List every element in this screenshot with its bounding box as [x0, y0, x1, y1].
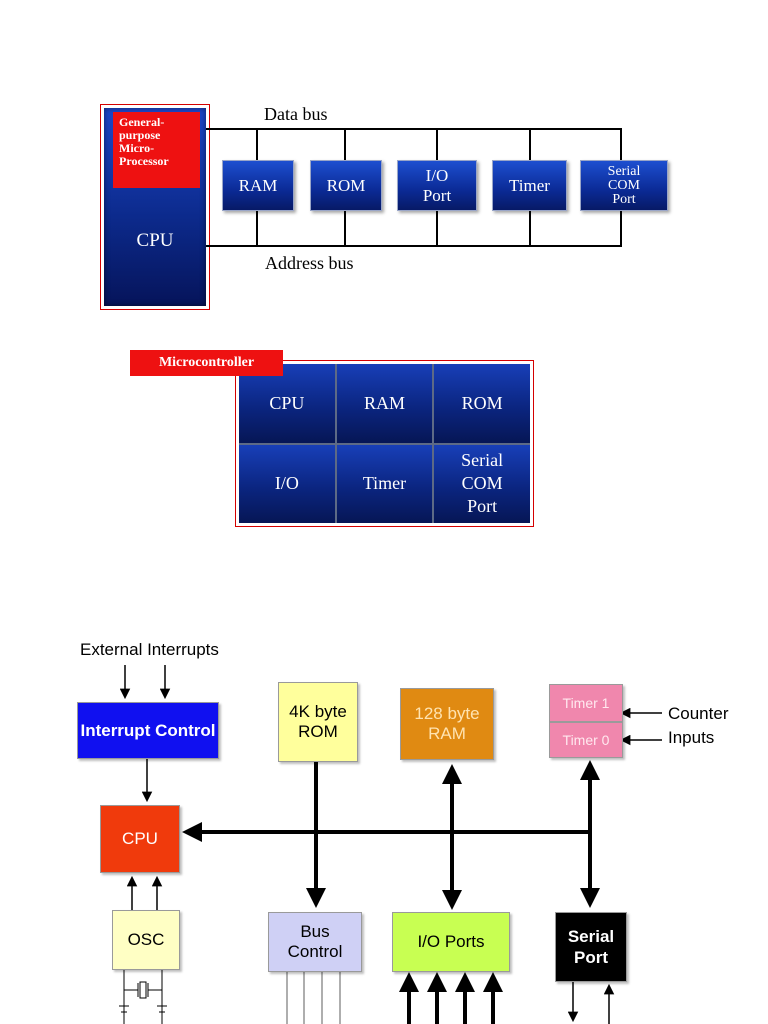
osc-box: OSC	[112, 910, 180, 970]
mc-cell-serial: Serial COM Port	[434, 444, 530, 523]
io-port-label: Port	[422, 185, 452, 205]
io-port-box: I/O Port	[397, 160, 477, 211]
bus-drop	[529, 211, 531, 246]
general-purpose-label: General- purpose Micro- Processor	[113, 112, 200, 188]
data-bus-line	[206, 128, 622, 130]
serial-label: Port	[612, 191, 636, 207]
mc-cell-label: Timer	[362, 473, 407, 494]
io-ports-box: I/O Ports	[392, 912, 510, 972]
serial-port-label: Port	[574, 948, 608, 967]
timer1-box: Timer 1	[549, 684, 623, 722]
mc-cell-label: ROM	[461, 392, 503, 413]
rom-box: ROM	[310, 160, 382, 211]
bus-control-label: Control	[287, 942, 343, 961]
bus-drop	[256, 211, 258, 246]
io-ports-label: I/O Ports	[417, 932, 485, 951]
cpu-block-label: CPU	[122, 829, 158, 848]
gp-line: purpose	[119, 128, 161, 142]
interrupt-control-label: Interrupt Control	[80, 720, 216, 740]
microcontroller-label: Microcontroller	[130, 350, 283, 376]
serial-com-port-box: Serial COM Port	[580, 160, 668, 211]
mc-cell-rom: ROM	[434, 364, 530, 443]
serial-port-label: Serial	[567, 927, 615, 946]
data-bus-label: Data bus	[264, 104, 328, 124]
mc-cell-label: CPU	[269, 392, 305, 413]
mc-cell-ram: RAM	[336, 364, 433, 443]
bus-drop	[620, 211, 622, 246]
gp-line: Processor	[119, 154, 169, 168]
mc-cell-cpu: CPU	[239, 364, 335, 443]
serial-label: Serial	[607, 163, 641, 179]
timer0-box: Timer 0	[549, 722, 623, 758]
bus-drop	[436, 128, 438, 160]
timer-label: Timer	[509, 175, 550, 195]
cpu-label: CPU	[136, 230, 174, 251]
bus-drop	[344, 211, 346, 246]
rom-box: 4K byte ROM	[278, 682, 358, 762]
microcontroller-frame	[235, 360, 534, 527]
crystal-icon	[119, 968, 167, 1024]
bus-control-label: Bus	[300, 922, 330, 941]
counter-inputs-line: Inputs	[668, 728, 715, 747]
mc-cell-label: RAM	[363, 392, 405, 413]
counter-inputs-line: Counter	[668, 704, 729, 723]
timer0-label: Timer 0	[562, 732, 610, 748]
interrupt-control-box: Interrupt Control	[77, 702, 219, 759]
bus-drop	[344, 128, 346, 160]
rom-label: ROM	[298, 722, 338, 741]
bus-control-box: Bus Control	[268, 912, 362, 972]
counter-inputs-label: Counter Inputs	[668, 702, 728, 750]
ram-box: RAM	[222, 160, 294, 211]
serial-label: COM	[608, 177, 640, 193]
osc-label: OSC	[127, 930, 165, 949]
rom-label: ROM	[326, 175, 366, 195]
mc-cell-label: Port	[467, 496, 498, 517]
ram-label: RAM	[428, 724, 466, 743]
serial-port-box: Serial Port	[555, 912, 627, 982]
mc-cell-timer: Timer	[336, 444, 433, 523]
io-port-label: I/O	[425, 165, 449, 185]
address-bus-label: Address bus	[265, 253, 354, 273]
gp-line: Micro-	[119, 141, 155, 155]
external-interrupts-label: External Interrupts	[80, 640, 219, 659]
microcontroller-grid: CPU RAM ROM I/O Timer Serial COM Port	[239, 364, 530, 523]
ram-label: 128 byte	[414, 704, 480, 723]
bus-control-outputs	[286, 972, 341, 1024]
mc-cell-label: I/O	[274, 473, 299, 494]
timer-box: Timer	[492, 160, 567, 211]
cpu-box: CPU	[100, 805, 180, 873]
bus-drop	[256, 128, 258, 160]
bus-drop	[436, 211, 438, 246]
ram-box: 128 byte RAM	[400, 688, 494, 760]
mc-cell-label: Serial	[461, 450, 504, 471]
ram-label: RAM	[238, 175, 278, 195]
bus-drop	[529, 128, 531, 160]
bus-drop	[620, 128, 622, 160]
mc-cell-io: I/O	[239, 444, 335, 523]
rom-label: 4K byte	[289, 702, 347, 721]
cpu-frame	[100, 104, 210, 310]
address-bus-line	[206, 245, 622, 247]
gp-line: General-	[119, 115, 165, 129]
timer1-label: Timer 1	[562, 695, 610, 711]
mc-cell-label: COM	[461, 473, 503, 494]
